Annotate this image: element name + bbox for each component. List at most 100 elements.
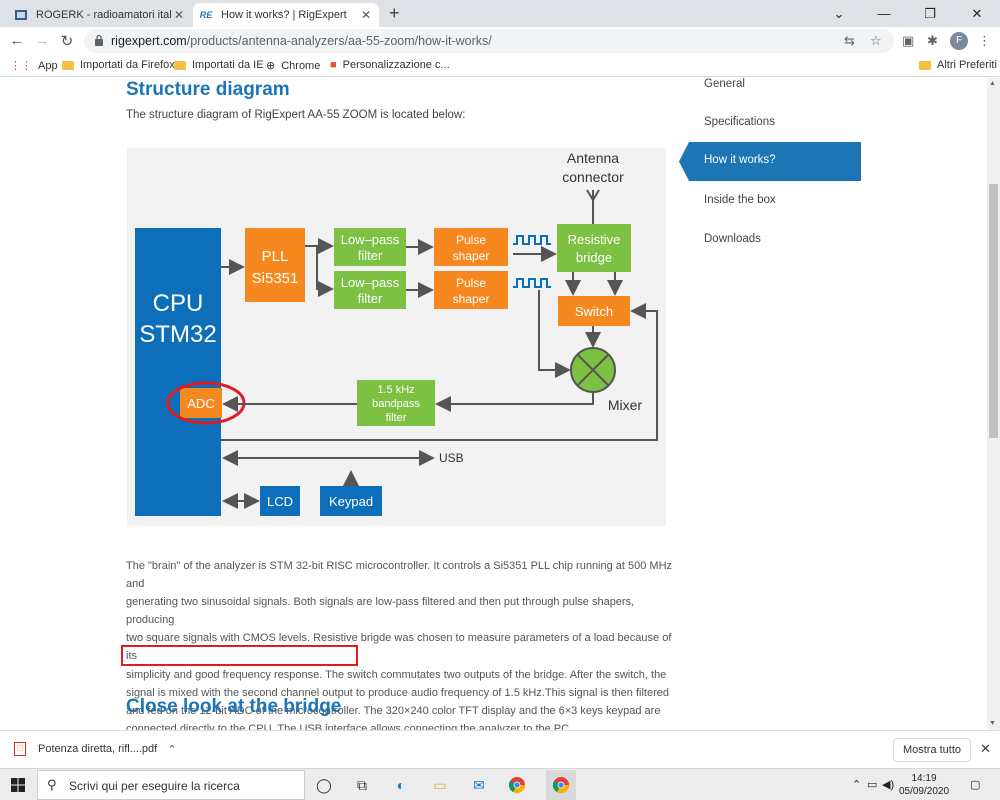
chrome-active-taskbar-icon[interactable]: [546, 770, 576, 800]
new-tab-button[interactable]: +: [389, 3, 400, 23]
scroll-down-icon[interactable]: ▼: [989, 720, 996, 727]
url-text: rigexpert.com/products/antenna-analyzers…: [111, 34, 492, 48]
taskbar-clock[interactable]: 14:19 05/09/2020: [896, 772, 952, 798]
cpu-model-label: STM32: [139, 321, 216, 348]
windows-tile-icon: ■: [330, 59, 337, 71]
diagram-connections: [221, 238, 658, 509]
lcd-block: [260, 486, 300, 516]
bookmark-other-folder[interactable]: Altri Preferiti: [919, 59, 997, 71]
close-tab-icon[interactable]: ✕: [360, 8, 372, 22]
extensions-puzzle-icon[interactable]: ✱: [927, 33, 938, 48]
sidenav-item-downloads[interactable]: Downloads: [704, 233, 761, 245]
apps-grid-icon: ⋮⋮: [10, 60, 32, 72]
pll-label: PLL: [262, 248, 289, 265]
notifications-icon[interactable]: ▢: [970, 779, 981, 791]
bookmark-chrome[interactable]: ⊕Chrome: [266, 59, 321, 73]
section-heading-bridge: Close look at the bridge: [126, 696, 342, 717]
description-paragraph: The "brain" of the analyzer is STM 32-bi…: [126, 557, 682, 730]
adc-label: ADC: [187, 396, 214, 411]
close-download-bar-icon[interactable]: ✕: [980, 741, 991, 756]
page-content: Structure diagram The structure diagram …: [0, 78, 987, 730]
sidenav-item-inside-box[interactable]: Inside the box: [704, 194, 776, 206]
taskbar-search-box[interactable]: ⚲ Scrivi qui per eseguire la ricerca: [37, 770, 305, 800]
address-bar[interactable]: rigexpert.com/products/antenna-analyzers…: [84, 29, 894, 53]
close-tab-icon[interactable]: ✕: [173, 8, 185, 22]
task-view-icon[interactable]: ⧉: [357, 776, 367, 793]
chrome-taskbar-icon[interactable]: [507, 775, 527, 795]
switch-label: Switch: [575, 304, 613, 319]
mail-icon[interactable]: ✉: [473, 776, 485, 793]
tab-strip: ROGERK - radioamatori italiani ✕ RE How …: [0, 0, 1000, 27]
lowpass-filter-1: [334, 228, 406, 266]
menu-kebab-icon[interactable]: ⋮: [978, 33, 991, 48]
mixer-cross: [576, 353, 610, 387]
pdf-file-icon: ⬚: [14, 742, 26, 756]
tab-rogerk[interactable]: ROGERK - radioamatori italiani ✕: [8, 3, 192, 27]
show-all-button[interactable]: Mostra tutto: [893, 738, 971, 762]
cortana-icon[interactable]: ◯: [316, 776, 332, 793]
lpf1-label-1: Low–pass: [341, 232, 400, 247]
pulse-shaper-2: [434, 271, 508, 309]
search-placeholder: Scrivi qui per eseguire la ricerca: [69, 779, 240, 793]
ps1-label-2: shaper: [453, 249, 490, 263]
bookmark-star-icon[interactable]: ☆: [870, 33, 882, 48]
clock-time: 14:19: [911, 773, 937, 784]
minimize-button[interactable]: —: [877, 6, 891, 21]
keypad-label: Keypad: [329, 494, 373, 509]
adc-block: [180, 388, 222, 418]
sidenav-item-specifications[interactable]: Specifications: [704, 116, 775, 128]
cpu-label: CPU: [153, 290, 204, 317]
lowpass-filter-2: [334, 271, 406, 309]
resistive-bridge-block: [557, 224, 631, 272]
keypad-block: [320, 486, 382, 516]
scroll-up-icon[interactable]: ▲: [989, 80, 996, 87]
reload-icon[interactable]: ↻: [60, 33, 74, 50]
pll-block: [245, 228, 305, 302]
usb-label: USB: [439, 451, 464, 465]
bridge-label-1: Resistive: [568, 232, 621, 247]
antenna-label-2: connector: [562, 169, 624, 185]
scrollbar-thumb[interactable]: [989, 184, 998, 438]
restore-button[interactable]: ❐: [924, 5, 936, 21]
show-hidden-icons-icon[interactable]: ⌃: [852, 779, 862, 791]
desc-line: simplicity and good frequency response. …: [126, 668, 667, 681]
bookmark-folder-firefox[interactable]: Importati da Firefox: [62, 59, 175, 71]
lcd-label: LCD: [267, 494, 293, 509]
mixer-label: Mixer: [608, 397, 643, 413]
adc-text-highlight-box: [121, 645, 358, 666]
sidenav-item-general[interactable]: General: [704, 78, 745, 90]
antenna-icon: [586, 189, 600, 224]
network-icon[interactable]: ▭: [867, 779, 878, 791]
windows-taskbar: ⚲ Scrivi qui per eseguire la ricerca ◯ ⧉…: [0, 768, 1000, 800]
bookmark-apps[interactable]: ⋮⋮App: [10, 59, 58, 73]
tab-rigexpert[interactable]: RE How it works? | RigExpert ✕: [193, 3, 379, 27]
sidenav-active-label: How it works?: [704, 154, 776, 166]
bookmark-folder-ie[interactable]: Importati da IE: [174, 59, 264, 71]
bookmark-personalizzazione[interactable]: ■Personalizzazione c...: [330, 59, 450, 71]
rogerk-favicon-icon: [14, 8, 28, 22]
sidenav-item-how-it-works[interactable]: How it works?: [679, 142, 861, 181]
edge-icon[interactable]: ◐: [396, 777, 406, 793]
windows-start-icon[interactable]: [11, 778, 25, 792]
intro-text: The structure diagram of RigExpert AA-55…: [126, 109, 466, 121]
forward-icon[interactable]: →: [34, 32, 50, 49]
desc-line: and fed on the 12-bit ADC of the microco…: [126, 704, 661, 717]
clock-date: 05/09/2020: [898, 786, 950, 797]
page-scrollbar[interactable]: ▲ ▼: [987, 78, 1000, 730]
desc-line: generating two sinusoidal signals. Both …: [126, 596, 635, 627]
chevron-up-icon[interactable]: ⌃: [167, 743, 177, 756]
extension-badge-icon[interactable]: ▣: [902, 33, 915, 48]
switch-block: [558, 296, 630, 326]
download-item[interactable]: ⬚ Potenza diretta, rifl....pdf ⌃: [14, 742, 176, 756]
profile-avatar[interactable]: F: [950, 32, 968, 50]
volume-icon[interactable]: ◀): [882, 779, 895, 791]
lock-icon: [95, 34, 103, 46]
file-explorer-icon[interactable]: ▭: [433, 776, 447, 793]
close-window-button[interactable]: ✕: [971, 5, 983, 21]
lpf2-label-1: Low–pass: [341, 275, 400, 290]
tab-search-icon[interactable]: ⌄: [833, 5, 845, 21]
translate-icon[interactable]: ⇆: [844, 33, 855, 48]
bookmarks-bar: ⋮⋮App Importati da Firefox Importati da …: [0, 55, 1000, 77]
download-bar: ⬚ Potenza diretta, rifl....pdf ⌃ Mostra …: [0, 730, 1000, 768]
back-icon[interactable]: ←: [9, 32, 25, 49]
